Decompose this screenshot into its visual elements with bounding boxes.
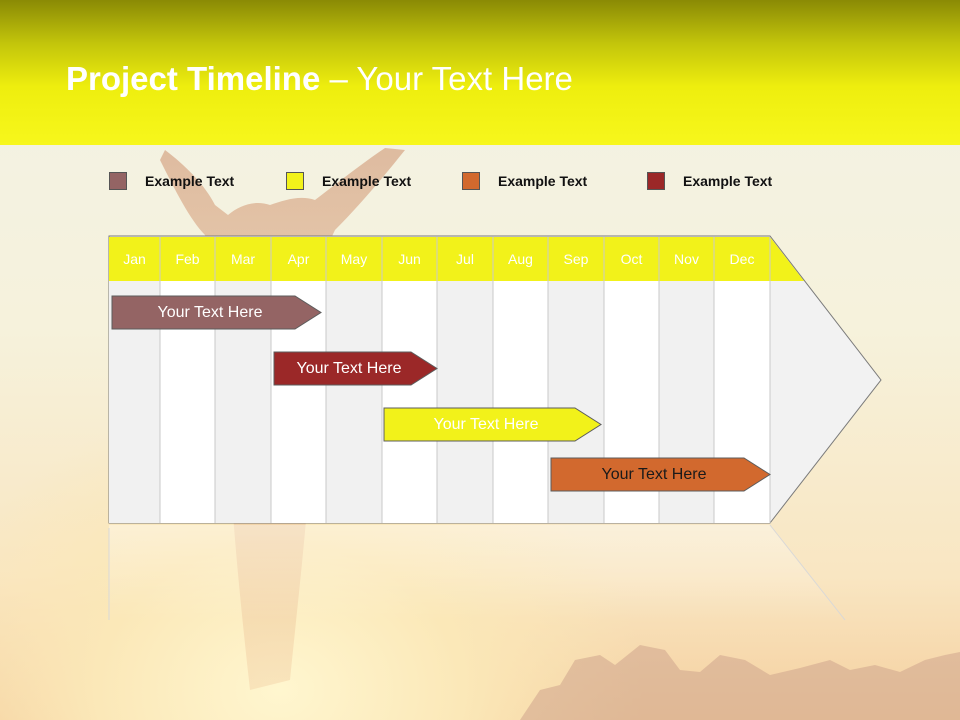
legend-swatch-4	[647, 172, 665, 190]
page-title: Project Timeline – Your Text Here	[66, 60, 573, 98]
timeline-bar-label-3: Your Text Here	[433, 416, 539, 433]
month-column-jun	[382, 281, 437, 523]
month-columns	[109, 281, 770, 523]
reflection-edge-right	[769, 524, 846, 621]
timeline-bar-label-1: Your Text Here	[157, 304, 263, 321]
title-sub: Your Text Here	[356, 60, 573, 97]
title-separator: –	[320, 60, 357, 97]
month-label-jun: Jun	[398, 251, 421, 267]
title-banner	[0, 0, 960, 145]
legend-swatch-2	[286, 172, 304, 190]
month-label-oct: Oct	[620, 251, 643, 267]
rocks-silhouette	[520, 645, 960, 720]
timeline-bar-label-4: Your Text Here	[601, 466, 707, 483]
timeline-bar-2	[273, 351, 438, 386]
month-label-may: May	[340, 251, 368, 267]
legend-swatch-1	[109, 172, 127, 190]
legend-swatch-3	[462, 172, 480, 190]
legend-item-2: Example Text	[286, 171, 411, 191]
legend-item-4: Example Text	[647, 171, 772, 191]
legend-label-4: Example Text	[683, 173, 773, 189]
month-label-aug: Aug	[508, 251, 533, 267]
timeline-reflection	[109, 525, 845, 620]
timeline-bar-4	[550, 457, 771, 492]
month-label-nov: Nov	[674, 251, 699, 267]
month-header-band	[109, 237, 804, 281]
legend-label-1: Example Text	[145, 173, 235, 189]
legend-item-1: Example Text	[109, 171, 234, 191]
month-label-feb: Feb	[175, 251, 200, 267]
timeline-bar-1	[111, 295, 322, 330]
month-column-jul	[437, 281, 493, 523]
title-main: Project Timeline	[66, 60, 321, 97]
month-label-sep: Sep	[563, 251, 589, 267]
month-label-jul: Jul	[456, 251, 474, 267]
month-column-aug	[493, 281, 548, 523]
legend-item-3: Example Text	[462, 171, 587, 191]
legend-label-3: Example Text	[498, 173, 588, 189]
month-column-may	[326, 281, 382, 523]
month-label-dec: Dec	[729, 251, 755, 267]
month-label-apr: Apr	[287, 251, 310, 267]
timeline-bars	[111, 295, 771, 492]
month-label-jan: Jan	[123, 251, 146, 267]
legend-label-2: Example Text	[322, 173, 412, 189]
timeline-bar-3	[383, 407, 602, 442]
month-label-mar: Mar	[230, 251, 256, 267]
timeline-bar-label-2: Your Text Here	[296, 360, 402, 377]
